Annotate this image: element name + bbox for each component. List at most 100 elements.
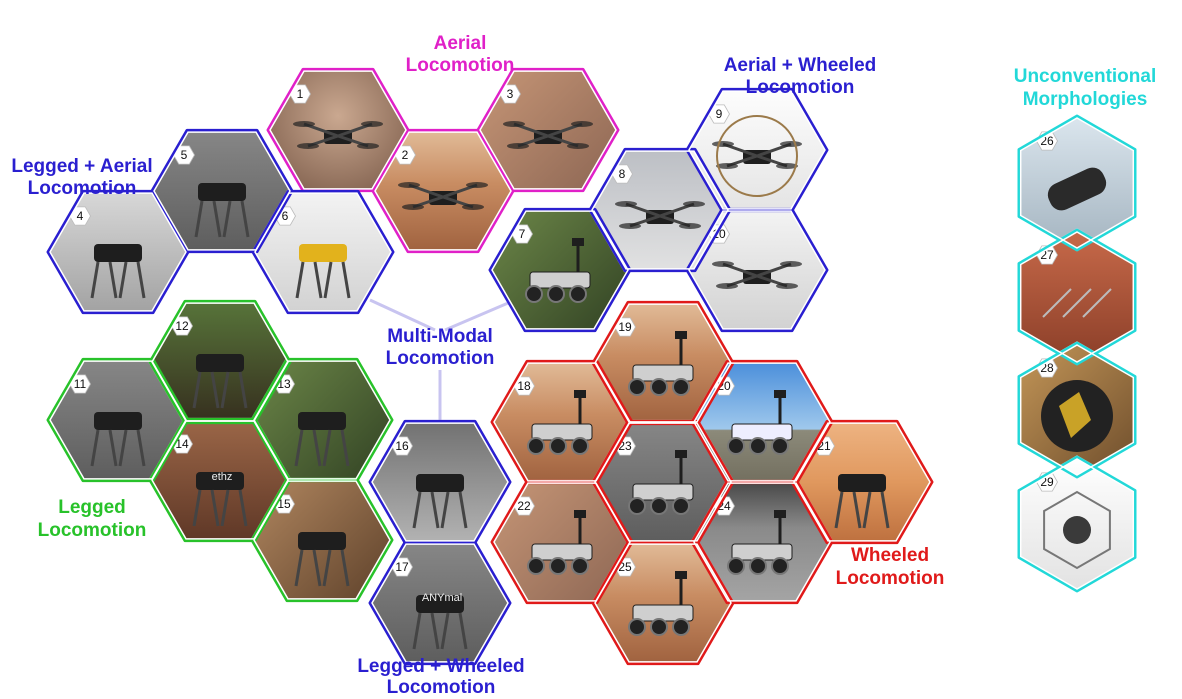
group-outline [488, 207, 632, 333]
aerial-wheeled-label-line1: Aerial + Wheeled [724, 55, 877, 76]
group-outline [1017, 228, 1137, 366]
robot-figure [527, 390, 593, 455]
inner-border [253, 360, 391, 480]
robot-figure [90, 244, 146, 299]
aerial-label-line1: Aerial [434, 33, 487, 54]
group-outline [588, 147, 732, 273]
robot-figure [398, 182, 488, 210]
robot-figure [712, 261, 802, 289]
group-outline [250, 477, 394, 603]
inner-border [594, 543, 732, 663]
wheeled-legged-robot-photo [370, 421, 510, 543]
group-outline [1017, 341, 1137, 479]
robot-figure [90, 412, 146, 467]
robot-figure [1041, 380, 1113, 452]
inner-border [374, 131, 512, 251]
hex-number: 2 [402, 148, 409, 162]
aerial-wheeled-label: Aerial + Wheeled Locomotion [724, 55, 877, 98]
group-outline [251, 189, 395, 315]
group-outline [591, 540, 735, 666]
hex-number: 9 [716, 107, 723, 121]
robot-figure [628, 450, 694, 515]
robot-figure [834, 474, 890, 529]
hex-number-badge: 12 [171, 316, 193, 336]
hex-number-badge: 18 [513, 376, 535, 396]
group-outline [685, 207, 829, 333]
hex-number: 18 [517, 379, 531, 393]
robot-figure [727, 390, 793, 455]
robot-figure [503, 121, 593, 149]
wheeled-label: Wheeled Locomotion [836, 545, 945, 589]
robot-figure [527, 510, 593, 575]
inner-border [371, 422, 509, 542]
robot-figure [525, 238, 591, 303]
robot-figure [412, 595, 468, 650]
hex-tile-16: 16 [368, 419, 512, 545]
hex-number: 5 [181, 148, 188, 162]
connector-line [369, 298, 436, 332]
hex-number: 14 [175, 437, 189, 451]
wheeled-label-line1: Wheeled [851, 545, 929, 566]
aerial-label-line2: Locomotion [406, 55, 515, 76]
inner-border [693, 362, 831, 482]
robot-figure [1042, 288, 1112, 318]
group-outline [150, 128, 294, 254]
robot-figure [727, 510, 793, 575]
group-outline [1017, 455, 1137, 593]
inner-border [693, 482, 831, 602]
inner-border [253, 480, 391, 600]
hex-number: 7 [519, 227, 526, 241]
hex-number-badge: 14 [171, 434, 193, 454]
hex-number: 4 [77, 209, 84, 223]
robot-figure [628, 331, 694, 396]
legged-aerial-label-line1: Legged + Aerial [11, 156, 152, 177]
group-outline [490, 479, 634, 605]
hex-number: 19 [618, 320, 632, 334]
legged-wheeled-label-line1: Legged + Wheeled [357, 656, 524, 677]
hex-number: 12 [175, 319, 189, 333]
robot-figure [294, 532, 350, 587]
group-outline [368, 540, 512, 666]
robot-figure [293, 121, 383, 149]
aerial-label: Aerial Locomotion [406, 33, 515, 76]
robot-figure [628, 571, 694, 636]
legged-wheeled-label: Legged + Wheeled Locomotion [357, 656, 524, 698]
inner-border [688, 210, 826, 330]
group-outline [476, 67, 620, 193]
robot-figure [192, 472, 248, 527]
legged-label-line2: Locomotion [38, 520, 147, 541]
legged-label: Legged Locomotion [38, 497, 147, 541]
hex-number: 16 [395, 439, 409, 453]
inner-border [371, 543, 509, 663]
inner-border [793, 422, 931, 542]
multimodal-label-line2: Locomotion [386, 348, 495, 369]
wheeled-label-line2: Locomotion [836, 568, 945, 589]
robot-figure [615, 201, 705, 229]
robot-figure [412, 474, 468, 529]
robot-figure [1043, 490, 1111, 570]
inner-border [49, 192, 187, 312]
inner-border [491, 210, 629, 330]
photo-lettering: ANYmal [422, 592, 462, 604]
hex-number: 1 [297, 87, 304, 101]
robot-figure [194, 183, 250, 238]
inner-border [254, 192, 392, 312]
inner-border [1019, 344, 1135, 476]
inner-border [591, 150, 729, 270]
robot-figure [192, 354, 248, 409]
hex-number: 3 [507, 87, 514, 101]
unconventional-label-line2: Morphologies [1023, 89, 1148, 110]
unconventional-label-line1: Unconventional [1014, 66, 1157, 87]
connector-lines [369, 298, 516, 420]
multimodal-label-line1: Multi-Modal [387, 326, 493, 347]
robot-figure [294, 412, 350, 467]
inner-border [269, 70, 407, 190]
multimodal-label: Multi-Modal Locomotion [386, 326, 495, 369]
hex-number: 25 [618, 560, 632, 574]
hex-number: 15 [277, 497, 291, 511]
hex-number: 8 [619, 167, 626, 181]
photo-lettering: ethz [212, 471, 233, 483]
group-outline [1017, 114, 1137, 252]
